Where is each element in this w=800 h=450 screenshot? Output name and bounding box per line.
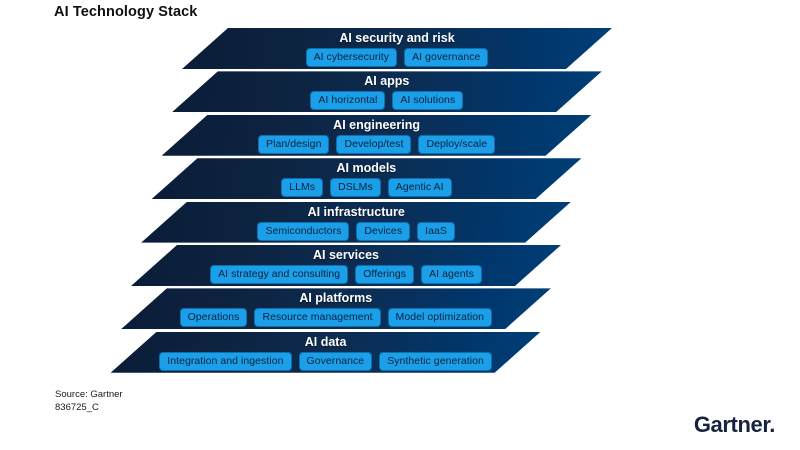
stack-layer-pill[interactable]: Integration and ingestion bbox=[159, 351, 292, 371]
stack-layer-content: AI services AI strategy and consulting Off… bbox=[131, 245, 561, 286]
stack-layer-pill[interactable]: AI solutions bbox=[392, 91, 464, 111]
stack-layer-pill[interactable]: AI cybersecurity bbox=[305, 48, 398, 67]
stack-layer-pill-row: LLMs DSLMs Agentic AI bbox=[281, 178, 452, 198]
stack-layer-content: AI security and risk AI cybersecurity AI g… bbox=[182, 28, 612, 69]
stack-layer-band bbox=[141, 201, 572, 243]
gartner-logo-mark: . bbox=[769, 412, 775, 437]
stack-layer-pill[interactable]: Deploy/scale bbox=[418, 134, 496, 154]
stack-layer-pill-row: Plan/design Develop/test Deploy/scale bbox=[258, 134, 496, 154]
stack-layer-title: AI data bbox=[304, 334, 347, 349]
page-title: AI Technology Stack bbox=[54, 4, 198, 20]
stack-layer-title: AI services bbox=[312, 248, 380, 262]
stack-layer-pill[interactable]: AI strategy and consulting bbox=[210, 265, 349, 284]
stack-layer-pill-row: AI horizontal AI solutions bbox=[310, 91, 464, 111]
ai-technology-stack-diagram: AI security and risk AI cybersecurity AI g… bbox=[0, 28, 800, 388]
stack-layer-pill-row: AI strategy and consulting Offerings AI ag… bbox=[210, 265, 482, 284]
stack-layer-pill[interactable]: Agentic AI bbox=[387, 178, 452, 198]
stack-layer-pill[interactable]: Plan/design bbox=[258, 134, 330, 154]
stack-layer[interactable]: AI services AI strategy and consulting Off… bbox=[131, 245, 561, 286]
stack-layer-pill[interactable]: Offerings bbox=[355, 265, 415, 284]
stack-layer-pill[interactable]: Semiconductors bbox=[257, 221, 350, 241]
gartner-logo-text: Gartner bbox=[693, 412, 770, 437]
stack-layer-pill[interactable]: Devices bbox=[356, 221, 411, 241]
stack-layer-pill[interactable]: Synthetic generation bbox=[379, 351, 492, 371]
stack-layer-pill[interactable]: LLMs bbox=[281, 178, 324, 198]
stack-layer-band bbox=[171, 71, 602, 113]
stack-layer-content: AI apps AI horizontal AI solutions bbox=[172, 71, 602, 112]
stack-layer-pill[interactable]: AI governance bbox=[404, 48, 489, 67]
stack-layer-pill[interactable]: Operations bbox=[179, 308, 248, 328]
stack-layer-title: AI infrastructure bbox=[307, 204, 405, 219]
stack-layer-pill[interactable]: Governance bbox=[298, 351, 373, 371]
stack-layer-title: AI models bbox=[336, 161, 397, 176]
stack-layer-pill-row: Operations Resource management Model optim… bbox=[179, 308, 492, 328]
stack-layer-pill[interactable]: AI agents bbox=[421, 265, 482, 284]
stack-layer-pill[interactable]: Develop/test bbox=[336, 134, 412, 154]
stack-layer[interactable]: AI apps AI horizontal AI solutions bbox=[171, 71, 602, 113]
source-line-2: 836725_C bbox=[55, 402, 99, 413]
stack-layer-pill-row: AI cybersecurity AI governance bbox=[305, 48, 489, 67]
stack-layer-pill-row: Integration and ingestion Governance Synth… bbox=[159, 351, 492, 371]
stack-layer-pill[interactable]: Model optimization bbox=[387, 308, 492, 328]
stack-layer-title: AI platforms bbox=[299, 291, 373, 306]
source-line-1: Source: Gartner bbox=[55, 389, 123, 400]
stack-layer-pill[interactable]: Resource management bbox=[254, 308, 381, 328]
source-note: Source: Gartner 836725_C bbox=[55, 388, 123, 414]
stack-layer-pill[interactable]: IaaS bbox=[417, 221, 455, 241]
stack-layer-title: AI engineering bbox=[333, 117, 420, 132]
stack-layer-title: AI apps bbox=[364, 74, 410, 89]
stack-layer-pill-row: Semiconductors Devices IaaS bbox=[257, 221, 455, 241]
stack-layer-pill[interactable]: DSLMs bbox=[330, 178, 381, 198]
gartner-logo: Gartner. bbox=[693, 412, 776, 438]
stack-layer[interactable]: AI security and risk AI cybersecurity AI g… bbox=[182, 28, 612, 69]
stack-layer-pill[interactable]: AI horizontal bbox=[310, 91, 386, 111]
stack-layer-title: AI security and risk bbox=[339, 31, 455, 45]
